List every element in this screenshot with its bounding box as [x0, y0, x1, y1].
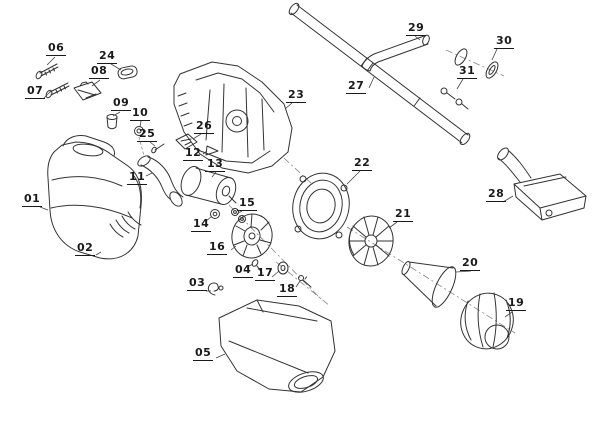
- part-drawing-28-floor-nozzle: [497, 147, 587, 221]
- part-label-26: 26: [194, 119, 215, 134]
- part-label-16: 16: [207, 240, 228, 255]
- part-drawing-03-hook: [207, 282, 224, 296]
- part-drawing-01-02-main-housing: [47, 135, 142, 260]
- part-drawing-18-bolt: [298, 275, 312, 288]
- part-drawing-22-housing-ring: [292, 172, 350, 240]
- part-drawing-09-sleeve: [106, 114, 118, 130]
- part-drawing-25-screw: [151, 143, 165, 154]
- part-drawing-08-battery: [73, 81, 102, 101]
- part-drawing-06-07-screws: [35, 63, 70, 99]
- part-label-29: 29: [406, 21, 427, 36]
- part-label-22: 22: [352, 156, 373, 171]
- part-label-12: 12: [183, 146, 204, 161]
- part-drawing-16-fan-wheel: [231, 213, 273, 259]
- leader-lines: [39, 35, 514, 359]
- part-label-25: 25: [137, 127, 158, 142]
- part-drawing-20-cone: [401, 261, 457, 308]
- part-drawing-13-motor: [180, 166, 237, 206]
- part-label-30: 30: [494, 34, 515, 49]
- part-drawing-19-filter-cage: [460, 292, 514, 350]
- part-label-18: 18: [277, 282, 298, 297]
- part-label-03: 03: [187, 276, 208, 291]
- part-drawing-14-washer: [210, 209, 220, 219]
- part-drawing-31-clips: [440, 87, 469, 110]
- part-label-15: 15: [237, 196, 258, 211]
- part-label-31: 31: [457, 64, 478, 79]
- part-label-07: 07: [25, 84, 46, 99]
- part-label-17: 17: [255, 266, 276, 281]
- part-label-20: 20: [460, 256, 481, 271]
- part-label-21: 21: [393, 207, 414, 222]
- part-drawing-21-impeller: [348, 215, 394, 267]
- part-label-02: 02: [75, 241, 96, 256]
- part-label-27: 27: [346, 79, 367, 94]
- part-drawing-17-washer: [277, 261, 289, 275]
- part-label-24: 24: [97, 49, 118, 64]
- part-label-11: 11: [127, 170, 148, 185]
- part-label-04: 04: [233, 263, 254, 278]
- part-drawing-04-pin: [251, 259, 263, 274]
- part-drawing-24-button: [117, 65, 138, 80]
- part-label-13: 13: [205, 157, 226, 172]
- part-drawing-11-elbow-duct: [137, 155, 184, 207]
- part-drawing-05-lower-housing: [218, 299, 336, 393]
- part-label-10: 10: [130, 106, 151, 121]
- part-drawing-30-rings: [454, 48, 499, 79]
- part-label-19: 19: [506, 296, 527, 311]
- part-label-28: 28: [486, 187, 507, 202]
- part-label-14: 14: [191, 217, 212, 232]
- part-drawing-29-handle-tube: [361, 34, 430, 72]
- part-drawing-12-wedge: [205, 145, 219, 156]
- part-label-05: 05: [193, 346, 214, 361]
- part-drawing-10-cap: [134, 126, 145, 157]
- part-label-08: 08: [89, 64, 110, 79]
- part-drawing-23-upper-shell: [173, 61, 293, 174]
- part-label-09: 09: [111, 96, 132, 111]
- part-drawing-27-tube: [288, 2, 471, 146]
- part-label-06: 06: [46, 41, 67, 56]
- part-label-23: 23: [286, 88, 307, 103]
- part-label-01: 01: [22, 192, 43, 207]
